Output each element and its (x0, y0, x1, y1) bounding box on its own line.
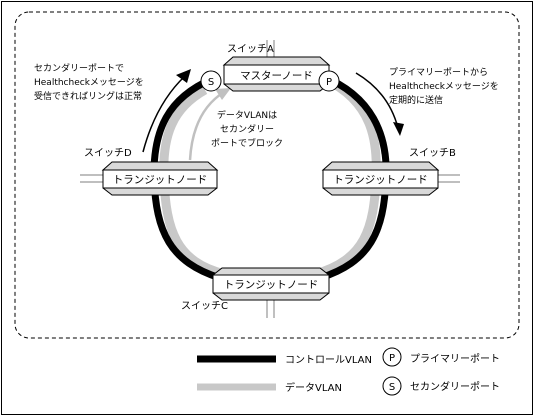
primary-send-note: プライマリーポートから Healthcheckメッセージを 定期的に送信 (389, 67, 499, 106)
legend-data-label: データVLAN (285, 381, 342, 394)
legend-secondary-port-label: セカンダリーポート (410, 380, 500, 393)
switch-a-node-label: マスターノード (240, 70, 313, 82)
switch-b-node-label: トランジットノード (333, 174, 428, 186)
svg-text:定期的に送信: 定期的に送信 (389, 94, 443, 106)
switch-a-node[interactable]: マスターノード (222, 56, 331, 92)
svg-text:S: S (389, 382, 395, 393)
switch-c-node[interactable]: トランジットノード (211, 267, 331, 301)
switch-b-label: スイッチB (409, 147, 456, 159)
legend-primary-port-icon: P (382, 347, 402, 367)
data-block-arrow (188, 90, 225, 161)
switch-a-label: スイッチA (227, 43, 274, 55)
secondary-receive-note: セカンダリーポートで Healthcheckメッセージを 受信できればリングは正… (34, 62, 144, 102)
svg-text:プライマリーポートから: プライマリーポートから (389, 67, 488, 78)
switch-d-node[interactable]: トランジットノード (101, 161, 219, 196)
svg-text:ポートでブロック: ポートでブロック (211, 137, 283, 149)
svg-text:P: P (389, 353, 395, 364)
healthcheck-arrows (142, 72, 399, 153)
ring-network-boundary (14, 11, 520, 339)
svg-text:P: P (326, 77, 332, 88)
svg-text:S: S (208, 77, 214, 88)
arrow-from-primary-icon (393, 122, 404, 136)
svg-text:受信できればリングは正常: 受信できればリングは正常 (34, 90, 142, 102)
svg-text:セカンダリー: セカンダリー (220, 123, 274, 135)
legend-control-label: コントロールVLAN (285, 355, 372, 366)
legend: コントロールVLAN データVLAN P プライマリーポート S セカンダリーポ… (197, 347, 500, 396)
switch-c-node-label: トランジットノード (224, 279, 319, 291)
svg-text:セカンダリーポートで: セカンダリーポートで (34, 62, 124, 74)
svg-text:Healthcheckメッセージを: Healthcheckメッセージを (389, 81, 499, 92)
primary-port-icon: P (318, 70, 340, 92)
data-block-note: データVLANは セカンダリー ポートでブロック (211, 109, 283, 149)
secondary-port-icon: S (200, 70, 222, 92)
svg-text:データVLANは: データVLANは (217, 109, 277, 121)
arrow-to-secondary-icon (176, 69, 191, 83)
legend-secondary-port-icon: S (382, 376, 402, 396)
switch-b-node[interactable]: トランジットノード (321, 161, 440, 196)
switch-c-label: スイッチC (181, 300, 228, 312)
switch-d-label: スイッチD (84, 147, 132, 159)
svg-text:Healthcheckメッセージを: Healthcheckメッセージを (34, 77, 144, 88)
switch-d-node-label: トランジットノード (113, 174, 208, 186)
data-block-arrowhead-icon (215, 88, 231, 100)
legend-primary-port-label: プライマリーポート (410, 353, 500, 365)
